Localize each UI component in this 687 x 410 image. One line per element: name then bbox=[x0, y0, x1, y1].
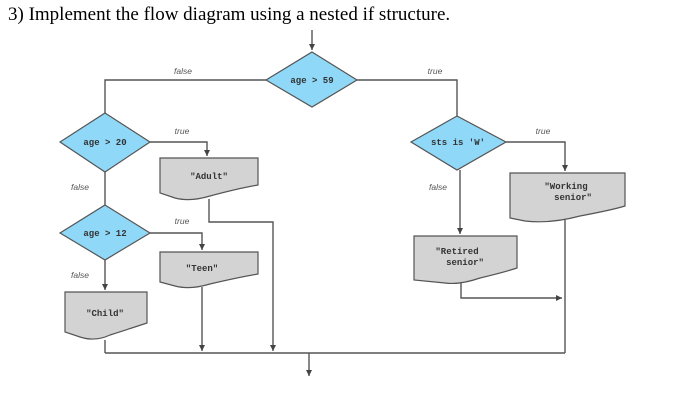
label-true-top: true bbox=[428, 66, 443, 76]
label-false-20: false bbox=[71, 182, 89, 192]
label-true-12: true bbox=[175, 216, 190, 226]
connector-true-12 bbox=[150, 232, 205, 250]
label-true-20: true bbox=[175, 126, 190, 136]
connector-adult-out bbox=[208, 199, 276, 351]
label-false-sts: false bbox=[429, 182, 447, 192]
output-adult-text: "Adult" bbox=[190, 172, 228, 182]
output-retired-line1: "Retired bbox=[435, 247, 478, 257]
output-teen-text: "Teen" bbox=[186, 264, 218, 274]
label-false-top: false bbox=[174, 66, 192, 76]
output-child bbox=[64, 291, 148, 340]
decision-age-gt-59-text: age > 59 bbox=[290, 76, 333, 86]
connector-retired-out bbox=[460, 282, 562, 301]
output-working-line2: senior" bbox=[554, 193, 592, 203]
output-retired-line2: senior" bbox=[446, 258, 484, 268]
output-retired-senior bbox=[413, 235, 518, 285]
output-teen bbox=[159, 251, 259, 289]
connector-false-59 bbox=[104, 79, 266, 113]
output-child-text: "Child" bbox=[86, 309, 124, 319]
output-adult bbox=[159, 157, 259, 201]
decision-age-gt-59 bbox=[264, 51, 359, 108]
connector-true-59 bbox=[357, 79, 458, 116]
output-working-line1: "Working bbox=[544, 182, 587, 192]
output-working-senior bbox=[509, 172, 626, 223]
connector-true-20 bbox=[150, 141, 210, 156]
question-text: 3) Implement the flow diagram using a ne… bbox=[8, 4, 451, 25]
label-false-12: false bbox=[71, 270, 89, 280]
decision-age-gt-20-text: age > 20 bbox=[83, 138, 126, 148]
label-true-sts: true bbox=[536, 126, 551, 136]
decision-sts-is-w bbox=[409, 115, 508, 171]
decision-age-gt-12-text: age > 12 bbox=[83, 229, 126, 239]
connector-true-sts bbox=[506, 141, 568, 171]
decision-sts-is-w-text: sts is 'W' bbox=[431, 138, 485, 148]
